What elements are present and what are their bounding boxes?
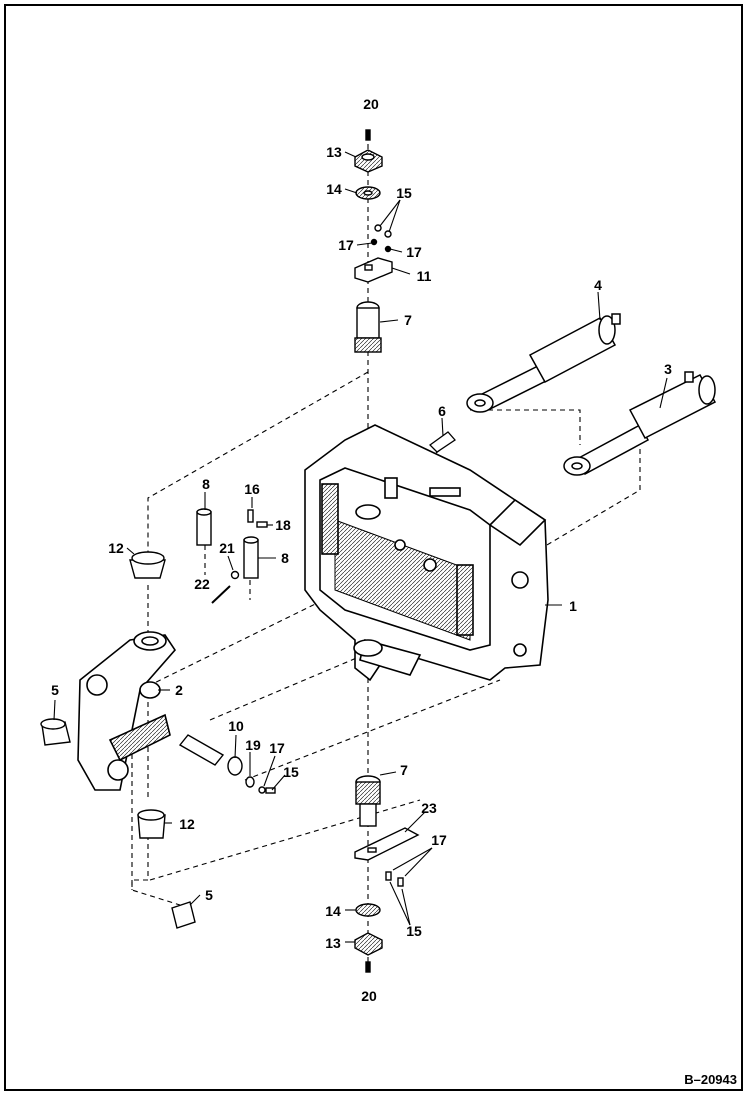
drawing-reference-code: B–20943 [684,1072,737,1087]
small-hardware [40,508,276,929]
swing-frame-part-1 [304,424,549,682]
callout-leader-lines [53,151,668,943]
callout-17-mid: 17 [269,740,285,756]
callout-12-top: 12 [108,540,124,556]
callout-20-top: 20 [363,96,379,112]
callout-13-bottom: 13 [325,935,341,951]
callout-2: 2 [175,682,183,698]
callout-19: 19 [245,737,261,753]
callout-8-right: 8 [281,550,289,566]
callout-16: 16 [244,481,260,497]
hydraulic-cylinder-part-4 [466,313,621,413]
callout-13-top: 13 [326,144,342,160]
callout-5-bottom: 5 [205,887,213,903]
callout-17-bottom: 17 [431,832,447,848]
callout-6: 6 [438,403,446,419]
callout-11: 11 [416,268,432,284]
hydraulic-cylinder-part-3 [563,371,717,476]
callout-23: 23 [421,800,437,816]
callout-15-bottom: 15 [406,923,422,939]
swing-bracket-part-2 [77,631,177,791]
callout-14-bottom: 14 [325,903,341,919]
callout-17-top-right: 17 [406,244,422,260]
callout-4: 4 [594,277,602,293]
callout-14-top: 14 [326,181,342,197]
key-part-6 [429,431,456,453]
callout-3: 3 [664,361,672,377]
callout-15-top: 15 [396,185,412,201]
callout-1: 1 [569,598,577,614]
callout-15-mid: 15 [283,764,299,780]
callout-7-top: 7 [404,312,412,328]
callout-20-bottom: 20 [361,988,377,1004]
callout-5-top: 5 [51,682,59,698]
callout-7-bottom: 7 [400,762,408,778]
callout-12-bottom: 12 [179,816,195,832]
callout-8-left: 8 [202,476,210,492]
callout-22: 22 [194,576,210,592]
lower-pivot-stack [354,775,420,973]
callout-10: 10 [228,718,244,734]
upper-pivot-stack [354,129,393,353]
callout-21: 21 [219,540,235,556]
callout-18: 18 [275,517,291,533]
callout-17-top-left: 17 [338,237,354,253]
